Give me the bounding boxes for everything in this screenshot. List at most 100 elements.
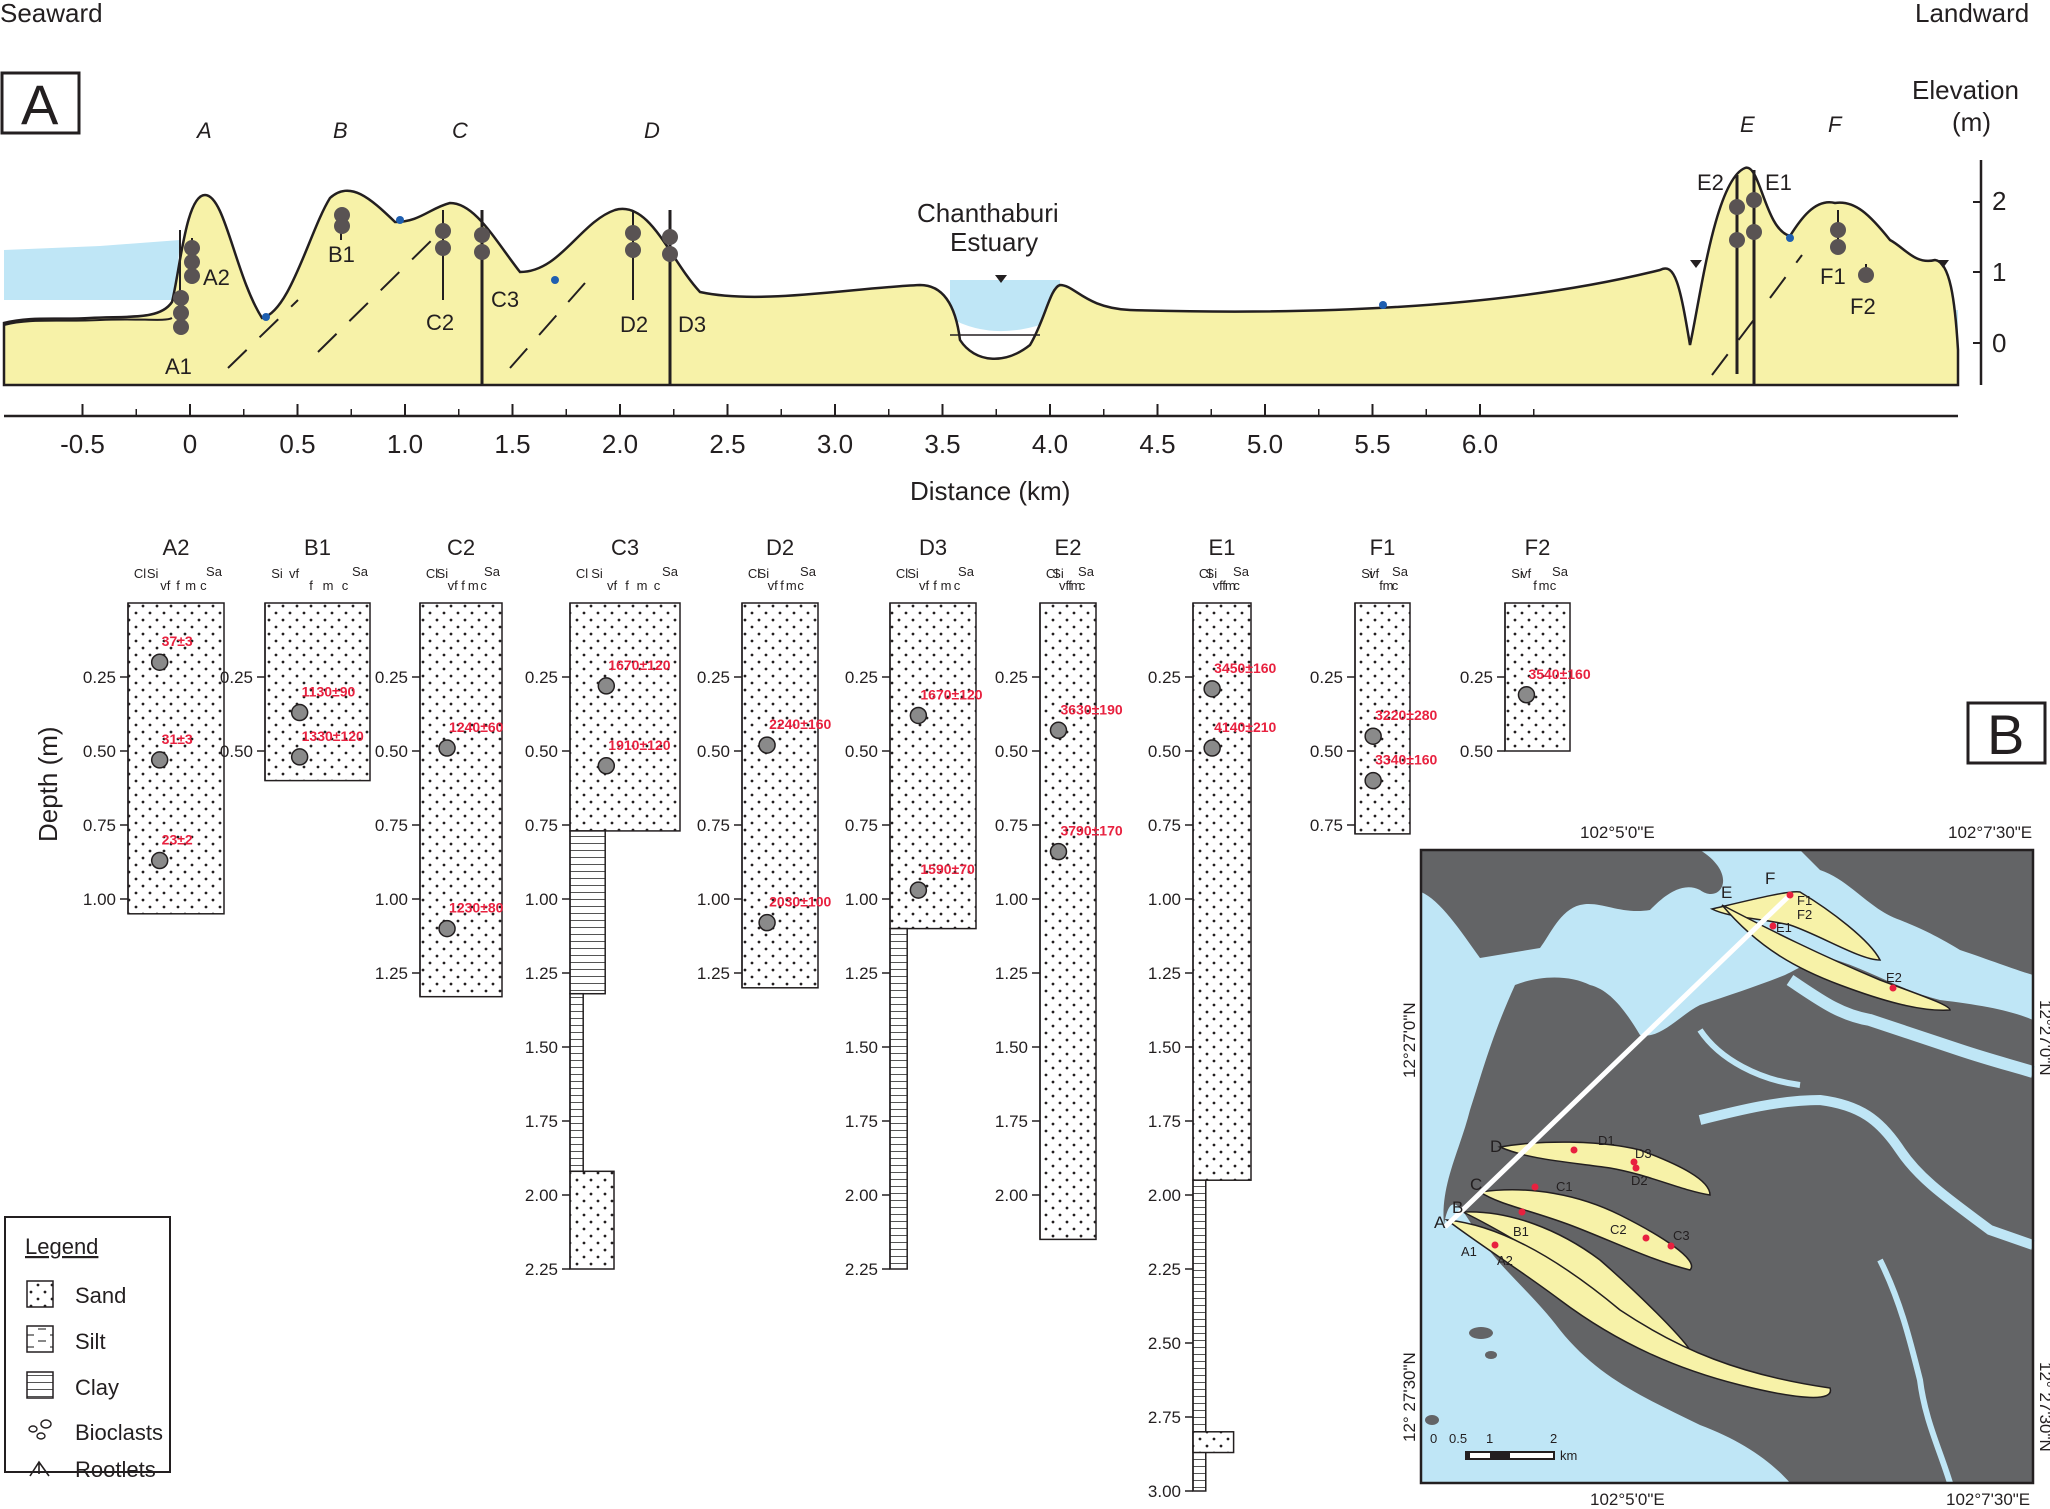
site-e2: E2 <box>1886 970 1902 985</box>
depth-tick-label: 2.00 <box>1148 1186 1181 1205</box>
island-1 <box>1469 1327 1493 1339</box>
legend-silt-label: Silt <box>75 1329 106 1354</box>
lon-top-1: 102°5'0"E <box>1580 823 1655 842</box>
depth-tick-label: 0.75 <box>525 816 558 835</box>
distance-tick-label: 5.0 <box>1247 429 1283 459</box>
depth-tick-label: 1.25 <box>525 964 558 983</box>
depth-tick-label: 0.50 <box>995 742 1028 761</box>
depth-tick-label: 1.25 <box>697 964 730 983</box>
lon-bottom-1: 102°5'0"E <box>1590 1490 1665 1509</box>
age-label: 3790±170 <box>1060 823 1122 839</box>
grain-size-label: m <box>323 578 334 593</box>
core-label-c2: C2 <box>426 310 454 335</box>
site-a2: A2 <box>1497 1253 1513 1268</box>
distance-tick-label: 0 <box>183 429 197 459</box>
depth-tick-label: 0.75 <box>1310 816 1343 835</box>
grain-size-label: m <box>941 578 952 593</box>
depth-tick-label: 2.25 <box>525 1260 558 1279</box>
dating-sample-dot <box>910 882 926 898</box>
depth-tick-label: 2.00 <box>525 1186 558 1205</box>
core-log-title: B1 <box>304 535 331 560</box>
ridge-letter-c: C <box>452 118 468 143</box>
dating-sample-dot <box>1050 722 1066 738</box>
depth-tick-label: 0.25 <box>845 668 878 687</box>
depth-tick-label: 0.50 <box>525 742 558 761</box>
core-log-title: F2 <box>1525 535 1551 560</box>
age-label: 3630±190 <box>1060 701 1122 717</box>
core-log-e1: E1ClSivffmcSa0.250.500.751.001.251.501.7… <box>1148 535 1277 1501</box>
distance-tick-label: 1.5 <box>494 429 530 459</box>
depth-tick-label: 1.00 <box>845 890 878 909</box>
sand-unit <box>570 603 680 831</box>
age-label: 37±3 <box>162 633 193 649</box>
site-b1: B1 <box>1513 1224 1529 1239</box>
grain-size-label: vf <box>448 578 459 593</box>
age-label: 3450±160 <box>1214 660 1276 676</box>
grain-size-label: Sa <box>1392 564 1409 579</box>
grain-size-label: c <box>1079 578 1086 593</box>
scale-tick-05: 0.5 <box>1449 1431 1467 1446</box>
depth-tick-label: 0.25 <box>1460 668 1493 687</box>
age-label: 3220±280 <box>1375 707 1437 723</box>
dating-sample-dot <box>1365 728 1381 744</box>
core-label-f2: F2 <box>1850 294 1876 319</box>
map-ridge-c: C <box>1470 1175 1482 1194</box>
dating-sample-dot <box>152 752 168 768</box>
legend-sand-swatch <box>27 1281 53 1307</box>
core-log-title: D2 <box>766 535 794 560</box>
age-label: 31±3 <box>162 731 193 747</box>
lon-bottom-2: 102°7'30"E <box>1946 1490 2030 1509</box>
depth-tick-label: 2.00 <box>845 1186 878 1205</box>
depth-tick-label: 0.50 <box>845 742 878 761</box>
grain-size-label: Sa <box>958 564 975 579</box>
sand-unit <box>1193 1432 1234 1453</box>
grain-size-label: m <box>637 578 648 593</box>
depth-tick-label: 0.75 <box>83 816 116 835</box>
core-log-title: E1 <box>1209 535 1236 560</box>
depth-tick-label: 1.00 <box>1148 890 1181 909</box>
core-log-title: D3 <box>919 535 947 560</box>
estuary-label-2: Estuary <box>950 227 1038 257</box>
core-label-a2: A2 <box>203 265 230 290</box>
age-label: 1330±120 <box>302 728 364 744</box>
core-log-c2: C2ClSivffmcSa0.250.500.751.001.251240±60… <box>375 535 504 997</box>
depth-tick-label: 1.25 <box>375 964 408 983</box>
grain-size-label: Sa <box>206 564 223 579</box>
seaward-label: Seaward <box>0 0 103 28</box>
depth-tick-label: 2.25 <box>845 1260 878 1279</box>
grain-size-label: c <box>797 578 804 593</box>
depth-tick-label: 1.75 <box>995 1112 1028 1131</box>
core-label-c3: C3 <box>491 287 519 312</box>
lat-right-2: 12° 27'30"N <box>2036 1362 2050 1452</box>
elevation-axis: 2 1 0 <box>1973 160 2006 385</box>
distance-tick-label: -0.5 <box>60 429 105 459</box>
dating-sample-dot <box>598 678 614 694</box>
depth-tick-label: 3.00 <box>1148 1482 1181 1501</box>
grain-size-label: vf <box>919 578 930 593</box>
dating-sample-dot <box>759 737 775 753</box>
elevation-label: Elevation <box>1912 75 2019 105</box>
sand-unit <box>1193 603 1251 1180</box>
grain-size-label: Si <box>147 566 159 581</box>
grain-size-label: m <box>468 578 479 593</box>
age-label: 3340±160 <box>1375 752 1437 768</box>
legend-clay-label: Clay <box>75 1375 119 1400</box>
core-log-title: E2 <box>1055 535 1082 560</box>
depth-tick-label: 0.50 <box>1148 742 1181 761</box>
dating-sample-dot <box>910 707 926 723</box>
grain-size-label: c <box>954 578 961 593</box>
depth-tick-label: 0.75 <box>697 816 730 835</box>
grain-size-label: Sa <box>1552 564 1569 579</box>
core-label-b1: B1 <box>328 242 355 267</box>
legend-silt-swatch <box>27 1326 53 1352</box>
map-ridge-e: E <box>1721 883 1732 902</box>
grain-size-label: vf <box>289 566 300 581</box>
core-label-e1: E1 <box>1765 170 1792 195</box>
scale-tick-0: 0 <box>1430 1431 1437 1446</box>
depth-tick-label: 1.00 <box>83 890 116 909</box>
depth-tick-label: 1.00 <box>697 890 730 909</box>
depth-tick-label: 0.50 <box>1310 742 1343 761</box>
core-log-title: C2 <box>447 535 475 560</box>
